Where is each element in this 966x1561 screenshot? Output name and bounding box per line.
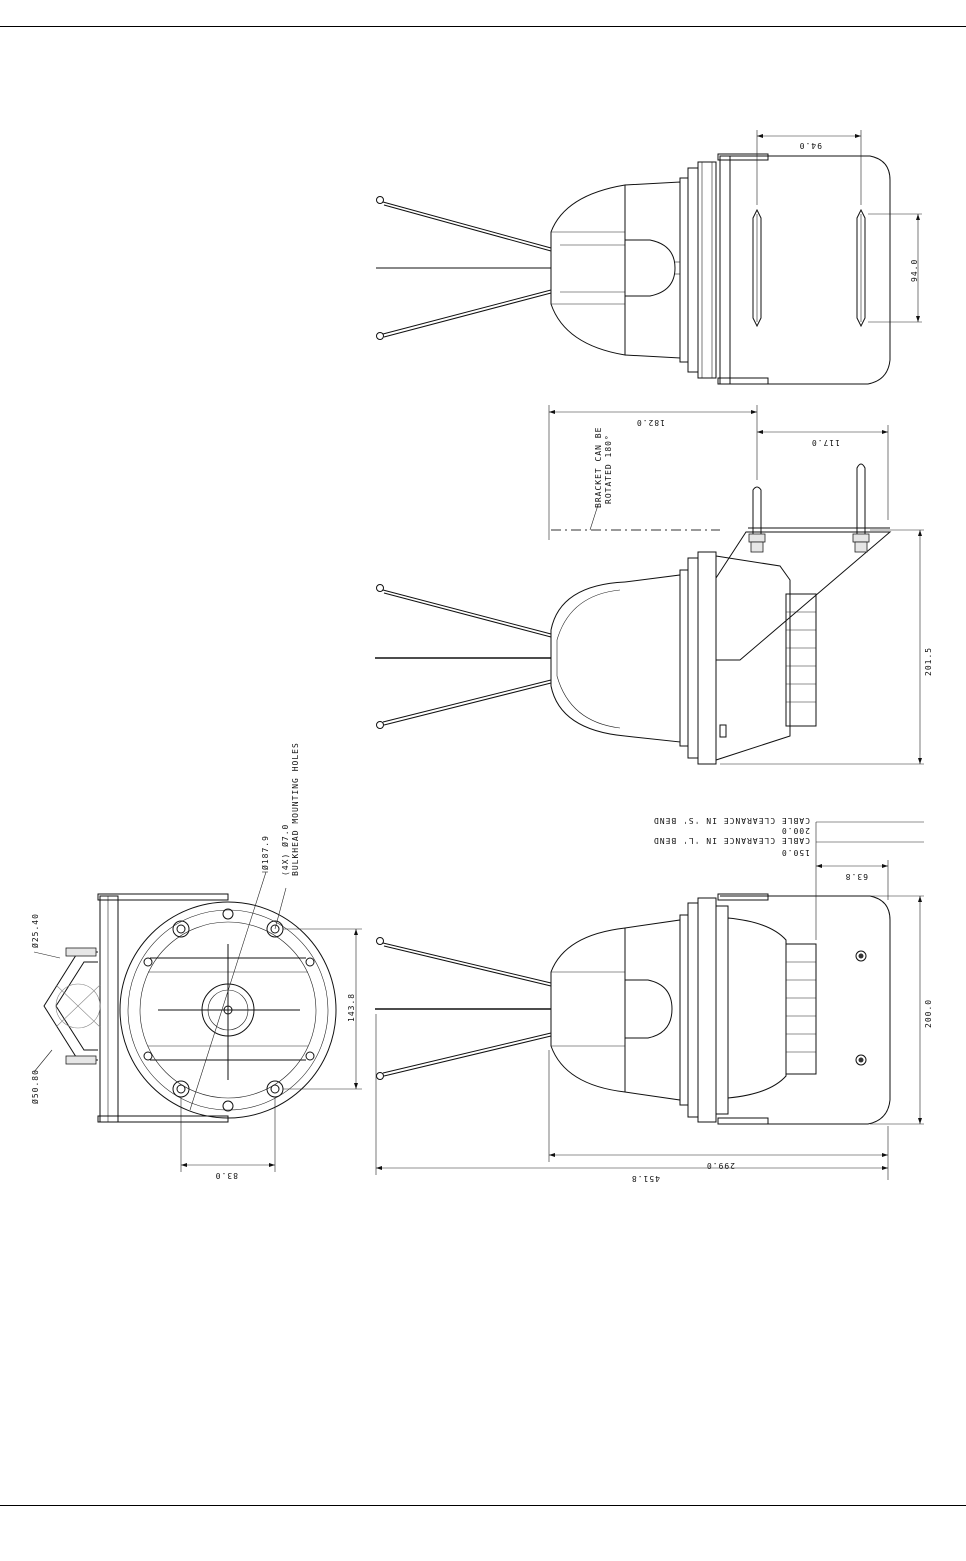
- dim-bracket-height: 200.0: [924, 999, 933, 1028]
- dim-slot-spacing: 94.0: [910, 259, 919, 282]
- dim-bracket-width: 94.0: [799, 141, 822, 150]
- antenna-tip-lower: [377, 1073, 384, 1080]
- antenna-tip-lower: [377, 722, 384, 729]
- note-line2: ROTATED 180°: [604, 434, 613, 504]
- cable-l-label: CABLE CLEARANCE IN 'L' BEND: [653, 836, 810, 845]
- cable-s-label: CABLE CLEARANCE IN 'S' BEND: [653, 816, 810, 825]
- cable-s-value: 200.0: [781, 826, 810, 835]
- dim-overall-length: 451.8: [631, 1174, 660, 1183]
- dim-body-length: 299.0: [706, 1161, 735, 1170]
- note-line1: BRACKET CAN BE: [594, 427, 603, 508]
- cable-l-value: 150.0: [781, 848, 810, 857]
- mount-holes-line1: (4X) Ø7.0: [280, 824, 290, 876]
- dim-hole-offset: 83.0: [215, 1171, 238, 1180]
- dim-bracket-depth: 63.8: [845, 872, 868, 881]
- mount-holes-line2: BULKHEAD MOUNTING HOLES: [291, 742, 300, 876]
- antenna-tip-upper: [377, 585, 384, 592]
- dim-bracket-offset: 117.0: [811, 438, 840, 447]
- end-view: 143.8 83.0 Ø25.40 Ø50.80 Ø187.9 (4X) Ø7.…: [30, 742, 362, 1180]
- antenna-tip-lower: [377, 333, 384, 340]
- side-view: 182.0 117.0 201.5 BRACKET CAN BE ROTATED…: [375, 405, 933, 764]
- dim-height: 201.5: [924, 647, 933, 676]
- dia-large: Ø50.80: [30, 1069, 40, 1104]
- dia-small: Ø25.40: [30, 913, 40, 948]
- dia-flange: Ø187.9: [260, 835, 270, 870]
- antenna-tip-upper: [377, 938, 384, 945]
- dim-hole-span: 143.8: [347, 993, 356, 1022]
- front-view: CABLE CLEARANCE IN 'S' BEND 200.0 CABLE …: [375, 816, 933, 1183]
- antenna-tip-upper: [377, 197, 384, 204]
- dim-overall-length: 182.0: [636, 418, 665, 427]
- top-view: 94.0 94.0: [376, 130, 922, 384]
